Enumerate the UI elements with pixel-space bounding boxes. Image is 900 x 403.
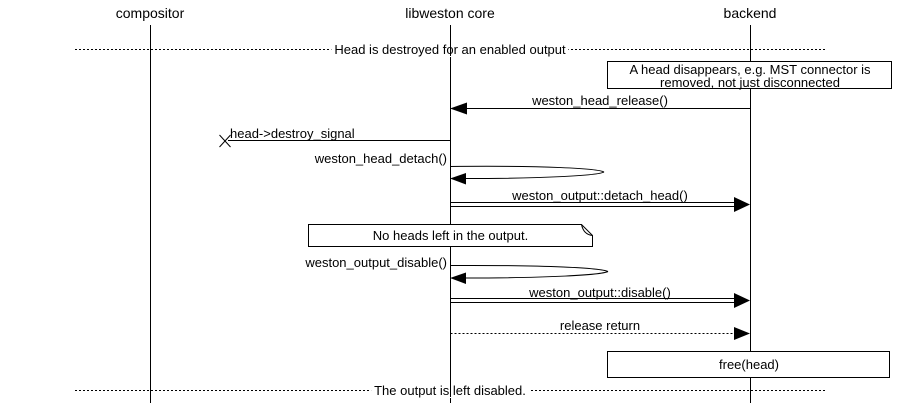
message-label-weston-output-disable-self: weston_output_disable() (305, 255, 447, 270)
lost-arrow-head-destroy-signal (219, 134, 451, 148)
arrowhead-left-icon (450, 272, 466, 284)
lost-message-x-icon (219, 134, 231, 148)
box-free-head (607, 351, 890, 378)
entity-label-libweston-core: libweston core (405, 5, 495, 21)
note-no-heads-left (308, 224, 593, 247)
arrowhead-left-icon (450, 173, 466, 185)
message-label-weston-output-detach-head: weston_output::detach_head() (512, 188, 688, 203)
message-label-release-return: release return (559, 318, 641, 333)
arrowhead-right-icon (734, 293, 750, 308)
note-head-disappears-text: A head disappears, e.g. MST connector is… (608, 63, 892, 89)
entity-label-compositor: compositor (115, 5, 185, 21)
note-box-head-disappears (607, 61, 892, 89)
message-label-weston-output-disable: weston_output::disable() (529, 285, 671, 300)
arrowhead-right-icon (734, 327, 750, 340)
arrow-weston-output-detach-head (450, 197, 750, 212)
lifeline-libweston-core-overlay (450, 43, 451, 56)
self-arrow-weston-head-detach (450, 165, 605, 185)
arrow-weston-output-disable (450, 293, 750, 308)
note-head-disappears-line2: removed, not just disconnected (660, 75, 840, 90)
arrow-weston-head-release (450, 102, 751, 115)
arrow-release-return (450, 327, 750, 340)
message-label-weston-head-release: weston_head_release() (532, 93, 668, 108)
box-free-head-text: free(head) (719, 357, 779, 372)
note-fold-icon (581, 224, 593, 236)
message-label-head-destroy-signal: head->destroy_signal (230, 126, 355, 141)
message-label-weston-head-detach: weston_head_detach() (314, 151, 447, 166)
entity-label-backend: backend (723, 5, 777, 21)
note-head-disappears-line1: A head disappears, e.g. MST connector is (629, 62, 871, 77)
note-no-heads-left-text: No heads left in the output. (372, 228, 529, 243)
lifeline-libweston-core-overlay (450, 384, 451, 397)
self-arrow-weston-output-disable (450, 264, 609, 284)
arrowhead-right-icon (734, 197, 750, 212)
arrowhead-left-icon (450, 102, 467, 115)
